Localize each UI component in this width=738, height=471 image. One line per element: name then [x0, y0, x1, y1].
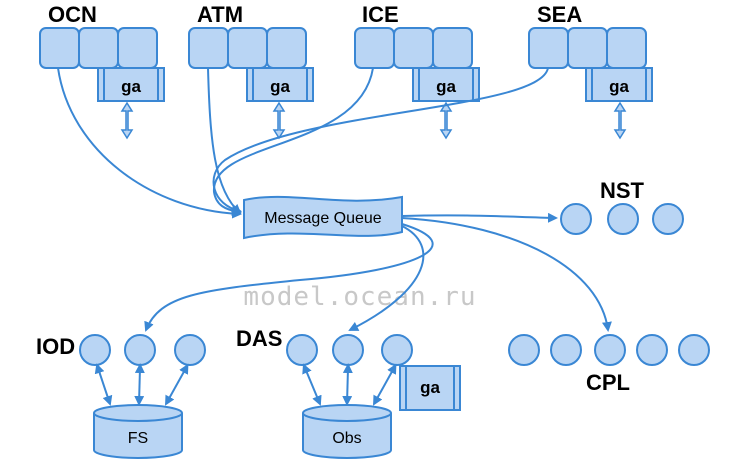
watermark-text: model.ocean.ru	[243, 282, 476, 312]
queue-to-cpl-link	[401, 217, 612, 332]
fs-storage[interactable]: FS	[93, 404, 183, 459]
nst-node-2	[607, 203, 639, 235]
das-node-3	[381, 334, 413, 366]
ice-io-arrow-icon	[439, 101, 453, 140]
das-obs-link-3	[373, 363, 397, 406]
ocn-ga-box	[97, 67, 165, 102]
atm-block-3	[266, 27, 307, 69]
sea-block-1	[528, 27, 569, 69]
atm-block-2	[227, 27, 268, 69]
iod-node-3	[174, 334, 206, 366]
das-obs-link-1	[302, 363, 322, 406]
fs-db-body	[93, 413, 183, 459]
message-queue-shape	[243, 195, 403, 240]
sea-component[interactable]: ga	[528, 27, 653, 140]
cpl-node-2	[550, 334, 582, 366]
ice-ga-label: ga	[436, 77, 456, 96]
ocn-component[interactable]: ga	[39, 27, 165, 140]
ice-component[interactable]: ga	[354, 27, 480, 140]
das-node-2	[332, 334, 364, 366]
iod-fs-link-2	[134, 363, 145, 406]
atm-to-queue-link	[207, 67, 242, 215]
queue-to-das-link	[348, 225, 425, 331]
nst-title: NST	[600, 178, 645, 203]
nst-node-3	[652, 203, 684, 235]
atm-block-1	[188, 27, 229, 69]
ocn-io-arrow-icon	[120, 101, 134, 140]
atm-component[interactable]: ga	[188, 27, 314, 140]
atm-title: ATM	[197, 2, 243, 27]
message-queue[interactable]: Message Queue	[243, 195, 403, 240]
ice-block-1	[354, 27, 395, 69]
obs-db-body	[302, 413, 392, 459]
ice-block-3	[432, 27, 473, 69]
das-obs-link-2	[342, 363, 353, 406]
cpl-node-4	[636, 334, 668, 366]
nst-node-1	[560, 203, 592, 235]
obs-storage[interactable]: Obs	[302, 404, 392, 459]
ocn-block-1	[39, 27, 80, 69]
fs-db-top	[93, 404, 183, 422]
das-ga-box: ga	[399, 365, 461, 411]
iod-title: IOD	[36, 334, 75, 359]
sea-to-queue-link	[212, 67, 549, 215]
cpl-node-5	[678, 334, 710, 366]
ocn-title: OCN	[48, 2, 97, 27]
ice-ga-box	[412, 67, 480, 102]
obs-label: Obs	[332, 430, 361, 447]
cpl-group[interactable]	[508, 334, 710, 366]
das-node-1	[286, 334, 318, 366]
ocn-block-2	[78, 27, 119, 69]
iod-fs-link-1	[94, 363, 113, 406]
sea-ga-label: ga	[609, 77, 629, 96]
ocn-ga-label: ga	[121, 77, 141, 96]
ocn-to-queue-link	[57, 67, 242, 219]
ocn-block-3	[117, 27, 158, 69]
atm-io-arrow-icon	[272, 101, 286, 140]
cpl-node-3	[594, 334, 626, 366]
cpl-title: CPL	[586, 370, 630, 395]
ice-block-2	[393, 27, 434, 69]
sea-block-3	[606, 27, 647, 69]
queue-to-iod-link	[144, 223, 434, 332]
iod-node-2	[124, 334, 156, 366]
ice-title: ICE	[362, 2, 399, 27]
obs-db-top	[302, 404, 392, 422]
message-queue-label: Message Queue	[264, 210, 382, 227]
iod-node-1	[79, 334, 111, 366]
iod-group[interactable]	[79, 334, 206, 366]
das-ga-rect	[399, 365, 461, 411]
cpl-node-1	[508, 334, 540, 366]
nst-group[interactable]	[560, 203, 684, 235]
iod-fs-link-3	[165, 363, 189, 406]
queue-to-nst-link	[401, 212, 558, 223]
das-title: DAS	[236, 326, 282, 351]
atm-ga-label: ga	[270, 77, 290, 96]
fs-label: FS	[128, 430, 148, 447]
sea-block-2	[567, 27, 608, 69]
sea-title: SEA	[537, 2, 582, 27]
das-ga-label: ga	[420, 378, 440, 397]
das-group[interactable]	[286, 334, 413, 366]
sea-io-arrow-icon	[613, 101, 627, 140]
ice-to-queue-link	[212, 67, 374, 216]
